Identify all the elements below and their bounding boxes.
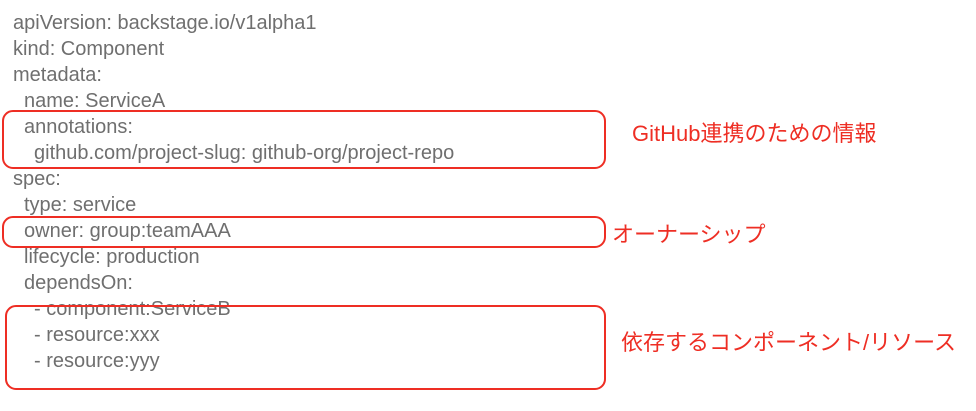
- code-line: lifecycle: production: [24, 246, 200, 268]
- code-line: annotations:: [24, 116, 133, 138]
- owner-callout-label: オーナーシップ: [612, 222, 766, 247]
- yaml-code-block: apiVersion: backstage.io/v1alpha1 kind: C…: [0, 10, 976, 374]
- annotations-highlight-box: [2, 110, 606, 169]
- dependson-callout-label: 依存するコンポーネント/リソース: [621, 330, 957, 355]
- code-line: dependsOn:: [24, 272, 133, 294]
- code-line: github.com/project-slug: github-org/proj…: [34, 142, 455, 164]
- code-line: - component:ServiceB: [34, 298, 231, 320]
- code-line: kind: Component: [13, 38, 165, 60]
- code-line: apiVersion: backstage.io/v1alpha1: [13, 12, 317, 34]
- code-line: spec:: [13, 168, 61, 190]
- annotations-callout-label: GitHub連携のための情報: [632, 121, 877, 146]
- code-line: name: ServiceA: [24, 90, 166, 112]
- code-line: metadata:: [13, 64, 102, 86]
- code-line: - resource:xxx: [34, 324, 160, 346]
- code-line: - resource:yyy: [34, 350, 160, 372]
- code-line: type: service: [24, 194, 137, 216]
- dependson-highlight-box: [5, 305, 606, 390]
- code-line: owner: group:teamAAA: [24, 220, 231, 242]
- owner-highlight-box: [2, 216, 606, 248]
